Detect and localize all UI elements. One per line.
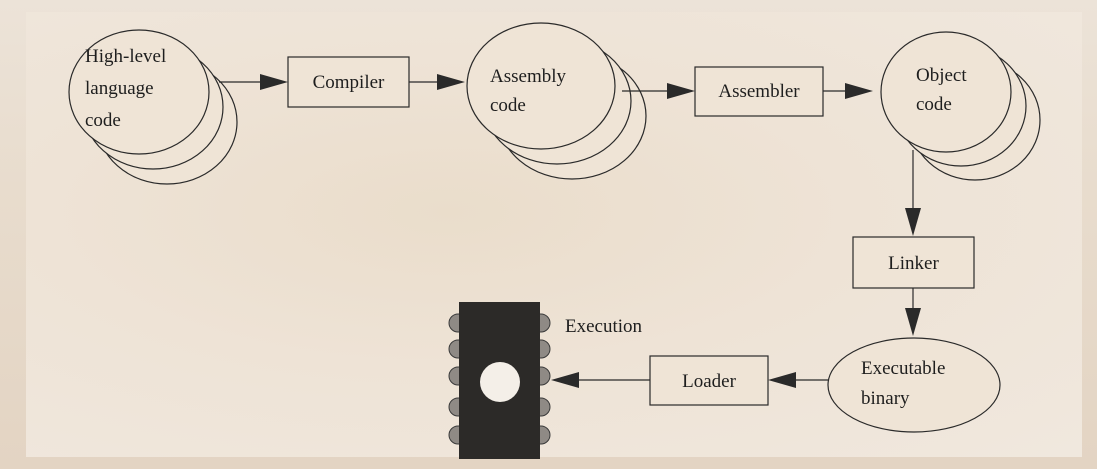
edge-assembler-to-object (823, 83, 873, 99)
node-assembly-code: Assembly code (466, 22, 647, 180)
node-loader: Loader (649, 355, 769, 406)
node-object-line-1: Object (916, 65, 967, 86)
node-assembly-line-2: code (490, 95, 526, 116)
node-executable-binary: Executable binary (827, 337, 1001, 433)
node-object-line-2: code (916, 94, 952, 115)
node-executable-line-2: binary (861, 388, 910, 409)
node-source-line-1: High-level (85, 46, 166, 67)
edge-assembly-to-assembler (622, 83, 695, 99)
node-executable-line-1: Executable (861, 358, 945, 379)
node-linker: Linker (852, 236, 975, 289)
node-source-line-3: code (85, 110, 121, 131)
edge-linker-to-executable (905, 288, 921, 336)
edge-object-to-linker (905, 150, 921, 236)
node-assembler-label: Assembler (718, 81, 800, 102)
node-assembly-line-1: Assembly (490, 66, 567, 87)
node-source-code: High-level language code (68, 29, 238, 185)
edge-executable-to-loader (768, 372, 828, 388)
edge-loader-to-chip (551, 372, 650, 388)
ic-chip-icon (448, 302, 551, 459)
edge-source-to-compiler (219, 74, 288, 90)
node-source-line-2: language (85, 78, 154, 99)
node-loader-label: Loader (682, 371, 736, 392)
execution-label: Execution (565, 316, 643, 337)
node-assembler: Assembler (694, 66, 824, 117)
node-compiler-label: Compiler (313, 72, 385, 93)
node-object-code: Object code (880, 31, 1041, 181)
node-linker-label: Linker (888, 253, 939, 274)
edge-compiler-to-assembly (409, 74, 465, 90)
node-compiler: Compiler (287, 56, 410, 108)
